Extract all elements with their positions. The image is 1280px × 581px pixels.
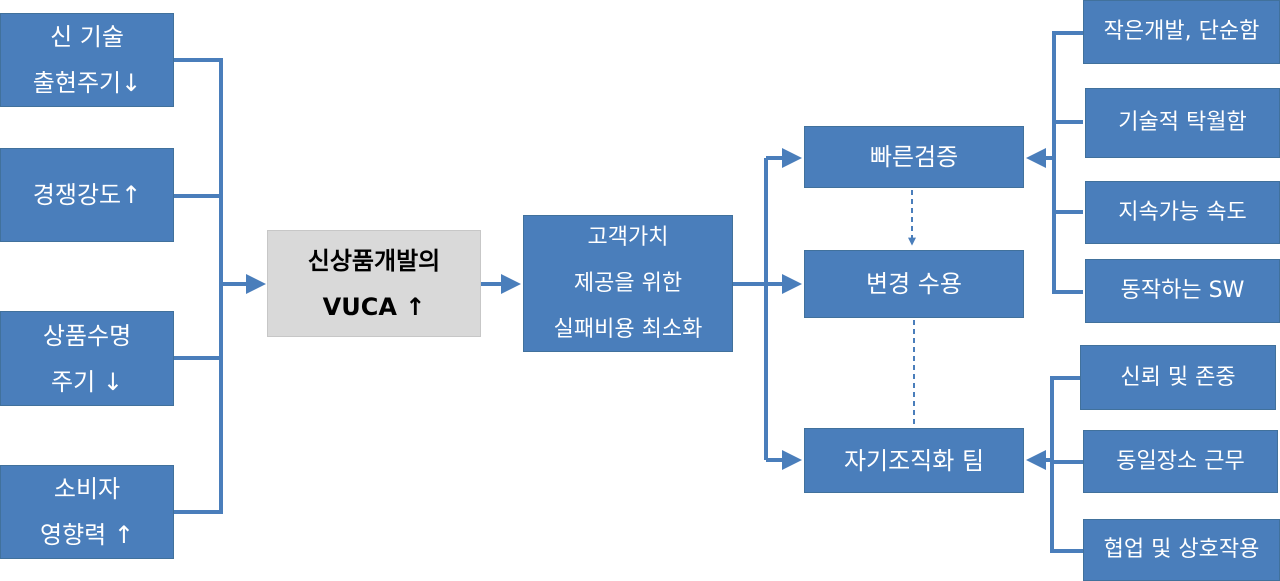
value-text-line: 고객가치	[587, 224, 669, 250]
bottom-factors-bracket	[1026, 376, 1083, 553]
factor-technical-excellence: 기술적 탁월함	[1085, 88, 1280, 158]
factor-label: 기술적 탁월함	[1118, 110, 1247, 135]
factor-sustainable-pace: 지속가능 속도	[1085, 181, 1280, 244]
factor-label: 지속가능 속도	[1118, 199, 1247, 225]
driver-new-tech-cycle: 신 기술 출현주기↓	[0, 13, 174, 107]
driver-consumer-influence: 소비자 영향력 ↑	[0, 465, 174, 559]
customer-value-box: 고객가치 제공을 위한 실패비용 최소화	[523, 215, 733, 352]
driver-product-lifecycle: 상품수명 주기 ↓	[0, 311, 174, 406]
driver-text-line: 신 기술	[50, 23, 124, 51]
factor-collaboration: 협업 및 상호작용	[1083, 519, 1280, 581]
driver-text-line: 소비자	[53, 475, 121, 503]
center-text-line: 신상품개발의	[307, 246, 441, 275]
practice-label: 빠른검증	[869, 143, 959, 171]
factor-label: 동작하는 SW	[1120, 278, 1245, 303]
factor-label: 동일장소 근무	[1116, 448, 1245, 474]
top-factors-bracket	[1026, 31, 1083, 294]
practice-fast-validation: 빠른검증	[804, 126, 1024, 188]
value-text-line: 실패비용 최소화	[553, 316, 703, 342]
practice-self-organizing-team: 자기조직화 팀	[804, 428, 1024, 493]
factor-label: 작은개발, 단순함	[1103, 19, 1260, 44]
factor-trust-respect: 신뢰 및 존중	[1080, 345, 1276, 410]
value-text-line: 제공을 위한	[573, 270, 683, 296]
center-text-line: VUCA ↑	[322, 292, 426, 321]
factor-small-dev-simplicity: 작은개발, 단순함	[1083, 0, 1280, 64]
practice-label: 자기조직화 팀	[843, 446, 985, 475]
value-to-practices-bracket	[733, 148, 802, 470]
driver-text-line: 상품수명	[42, 321, 132, 350]
driver-text-line: 영향력 ↑	[40, 521, 134, 549]
driver-text-line: 출현주기↓	[32, 69, 142, 97]
factor-working-software: 동작하는 SW	[1085, 259, 1280, 323]
practice-accept-change: 변경 수용	[804, 250, 1024, 318]
vuca-center-box: 신상품개발의 VUCA ↑	[267, 230, 481, 337]
drivers-bracket	[174, 58, 266, 514]
factor-label: 협업 및 상호작용	[1103, 537, 1260, 562]
driver-text-line: 경쟁강도↑	[32, 181, 142, 209]
practice-dashed-links	[908, 190, 916, 428]
factor-colocation: 동일장소 근무	[1083, 430, 1278, 493]
driver-text-line: 주기 ↓	[51, 367, 123, 396]
driver-competition-intensity: 경쟁강도↑	[0, 148, 174, 242]
practice-label: 변경 수용	[866, 270, 962, 298]
factor-label: 신뢰 및 존중	[1120, 364, 1236, 390]
